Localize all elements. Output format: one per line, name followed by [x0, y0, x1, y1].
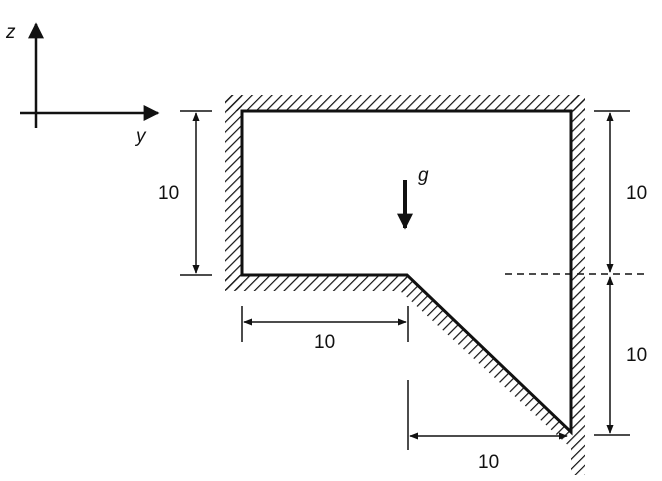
- dimension-bottom-width: 10: [241, 306, 409, 353]
- container-outline: [240, 109, 573, 436]
- dimension-label: 10: [158, 183, 179, 204]
- dimension-right-lower-height: 10: [594, 276, 647, 436]
- left-wall-hatch: [225, 95, 242, 290]
- right-wall-hatch: [571, 95, 585, 475]
- dimension-label: 10: [626, 345, 647, 366]
- dimension-slope-width: 10: [407, 380, 568, 473]
- bottom-wall-hatch: [225, 275, 407, 291]
- gravity-indicator: g: [397, 165, 429, 230]
- top-wall-hatch: [225, 95, 585, 111]
- wall-hatching: [225, 95, 585, 475]
- slope-wall-hatch: [398, 275, 571, 448]
- dimension-label: 10: [626, 183, 647, 204]
- dimension-right-upper-height: 10: [594, 110, 647, 273]
- coordinate-axes: z y: [5, 22, 160, 147]
- gravity-label: g: [418, 165, 429, 186]
- dimension-left-height: 10: [158, 110, 212, 276]
- z-axis-label: z: [5, 22, 16, 43]
- y-axis-label: y: [134, 126, 147, 147]
- dimension-label: 10: [314, 332, 335, 353]
- dimension-label: 10: [478, 452, 499, 473]
